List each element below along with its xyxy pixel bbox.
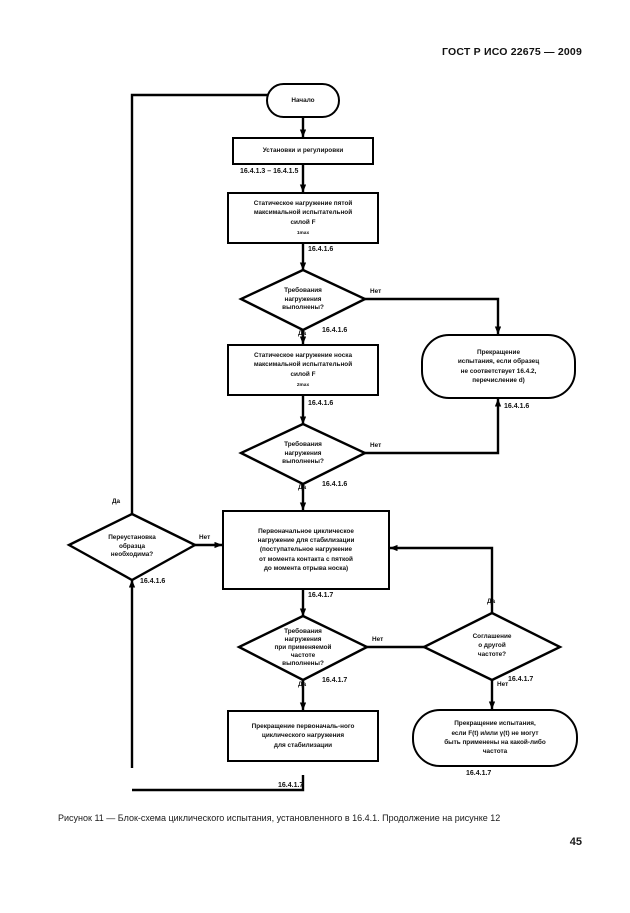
stop-frequency-line3: быть применены на какой-либо	[444, 739, 546, 746]
clause-stop-specimen: 16.4.1.6	[504, 403, 530, 410]
clause-cyclic-initial: 16.4.1.7	[308, 592, 334, 599]
decision-toe-line1: Требования	[284, 440, 322, 448]
stop-specimen-line3: не соответствует 16.4.2,	[460, 367, 537, 375]
node-stop-cyclic[interactable]: Прекращение первоначаль-ного циклическог…	[227, 710, 379, 762]
cyclic-initial-line4: от момента контакта с пяткой	[259, 555, 353, 563]
branch-reinstall-yes: Да	[112, 498, 121, 505]
node-static-heel-line2: максимальной испытательной	[253, 209, 353, 217]
decision-freq-line1: Требования	[284, 628, 322, 635]
figure-caption: Рисунок 11 — Блок-схема циклического исп…	[58, 813, 501, 823]
cyclic-initial-line5: до момента отрыва носка)	[263, 564, 349, 572]
branch-toe-yes: Да	[298, 484, 307, 491]
page-header: ГОСТ Р ИСО 22675 — 2009	[442, 46, 582, 58]
clause-static-toe: 16.4.1.6	[308, 400, 334, 407]
node-decision-reinstall-label: Переустановка образца необходима?	[69, 514, 195, 580]
decision-toe-line3: выполнены?	[282, 458, 324, 466]
clause-decision-heel: 16.4.1.6	[322, 327, 348, 334]
decision-heel-line1: Требования	[284, 286, 322, 294]
stop-specimen-line2: испытания, если образец	[457, 358, 540, 366]
node-static-toe[interactable]: Статическое нагружение носка максимально…	[227, 344, 379, 396]
decision-heel-line3: выполнены?	[282, 304, 324, 312]
clause-decision-freq: 16.4.1.7	[322, 677, 348, 684]
clause-stop-cyclic: 16.4.1.7	[278, 782, 304, 789]
node-static-heel-sub: 1max	[296, 231, 310, 237]
stop-cyclic-line1: Прекращение первоначаль-ного	[251, 723, 355, 731]
branch-toe-no: Нет	[370, 442, 382, 449]
clause-decision-agreement: 16.4.1.7	[508, 676, 534, 683]
node-static-toe-line3: силой F 2max	[291, 370, 316, 389]
branch-agreement-no: Нет	[497, 681, 509, 688]
decision-freq-line3: при применяемой	[274, 644, 332, 651]
node-static-heel-line1: Статическое нагружение пятой	[253, 200, 353, 208]
flowchart-connectors	[66, 91, 563, 792]
branch-heel-no: Нет	[370, 288, 382, 295]
clause-stop-frequency: 16.4.1.7	[466, 770, 492, 777]
clause-decision-reinstall: 16.4.1.6	[140, 578, 166, 585]
stop-specimen-line1: Прекращение	[477, 348, 520, 356]
node-start[interactable]: Начало	[266, 83, 340, 118]
branch-reinstall-no: Нет	[199, 534, 211, 541]
node-decision-heel-label: Требования нагружения выполнены?	[241, 270, 365, 330]
node-static-heel[interactable]: Статическое нагружение пятой максимально…	[227, 192, 379, 244]
branch-freq-yes: Да	[298, 681, 307, 688]
node-static-toe-line2: максимальной испытательной	[253, 361, 353, 369]
cyclic-initial-line3: (поступательное нагружение	[259, 546, 353, 554]
flowchart: Начало Установки и регулировки 16.4.1.3 …	[66, 83, 578, 792]
stop-cyclic-line2: циклического нагружения	[261, 732, 345, 740]
stop-frequency-line4: частота	[482, 748, 508, 756]
node-static-heel-line3: силой F 1max	[291, 218, 316, 237]
node-decision-freq-label: Требования нагружения при применяемой ча…	[239, 616, 367, 680]
decision-freq-line4: частоте	[290, 652, 316, 659]
decision-agreement-line2: о другой	[478, 642, 506, 650]
decision-toe-line2: нагружения	[284, 449, 322, 457]
decision-agreement-line3: частоте?	[477, 650, 507, 658]
node-setup[interactable]: Установки и регулировки	[232, 137, 374, 165]
branch-freq-no: Нет	[372, 636, 384, 643]
node-static-toe-line1: Статическое нагружение носка	[253, 352, 353, 360]
node-stop-frequency[interactable]: Прекращение испытания, если F(t) и/или γ…	[412, 709, 578, 767]
node-decision-agreement[interactable]: Соглашение о другой частоте?	[424, 613, 560, 680]
node-cyclic-initial[interactable]: Первоначальное циклическое нагружение дл…	[222, 510, 390, 590]
decision-heel-line2: нагружения	[284, 295, 322, 303]
stop-frequency-line2: если F(t) и/или γ(t) не могут	[451, 729, 539, 737]
decision-agreement-line1: Соглашение	[472, 633, 512, 641]
node-decision-toe[interactable]: Требования нагружения выполнены?	[241, 424, 365, 484]
node-decision-agreement-label: Соглашение о другой частоте?	[424, 613, 560, 680]
node-static-heel-force: силой F	[290, 218, 316, 226]
clause-decision-toe: 16.4.1.6	[322, 481, 348, 488]
node-decision-toe-label: Требования нагружения выполнены?	[241, 424, 365, 484]
decision-freq-line5: выполнены?	[282, 660, 324, 667]
stop-cyclic-line3: для стабилизации	[273, 741, 333, 749]
branch-agreement-yes: Да	[487, 598, 496, 605]
cyclic-initial-line1: Первоначальное циклическое	[258, 527, 354, 535]
node-setup-label: Установки и регулировки	[262, 147, 344, 155]
decision-reinstall-line1: Переустановка	[108, 533, 156, 541]
page-number: 45	[569, 836, 582, 848]
node-stop-specimen[interactable]: Прекращение испытания, если образец не с…	[421, 334, 576, 399]
stop-frequency-line1: Прекращение испытания,	[454, 720, 536, 728]
cyclic-initial-line2: нагружение для стабилизации	[257, 537, 355, 545]
node-decision-heel[interactable]: Требования нагружения выполнены?	[241, 270, 365, 330]
decision-freq-line2: нагружения	[284, 636, 322, 643]
node-decision-freq[interactable]: Требования нагружения при применяемой ча…	[239, 616, 367, 680]
clause-static-heel: 16.4.1.6	[308, 246, 334, 253]
decision-reinstall-line2: образца	[118, 542, 146, 550]
node-decision-reinstall[interactable]: Переустановка образца необходима?	[69, 514, 195, 580]
node-static-toe-force: силой F	[290, 370, 316, 378]
node-static-toe-sub: 2max	[296, 383, 310, 389]
branch-heel-yes: Да	[298, 330, 307, 337]
stop-specimen-line4: перечисление d)	[472, 376, 525, 384]
decision-reinstall-line3: необходима?	[110, 551, 154, 559]
node-start-label: Начало	[291, 96, 315, 104]
clause-setup: 16.4.1.3 – 16.4.1.5	[240, 168, 299, 175]
